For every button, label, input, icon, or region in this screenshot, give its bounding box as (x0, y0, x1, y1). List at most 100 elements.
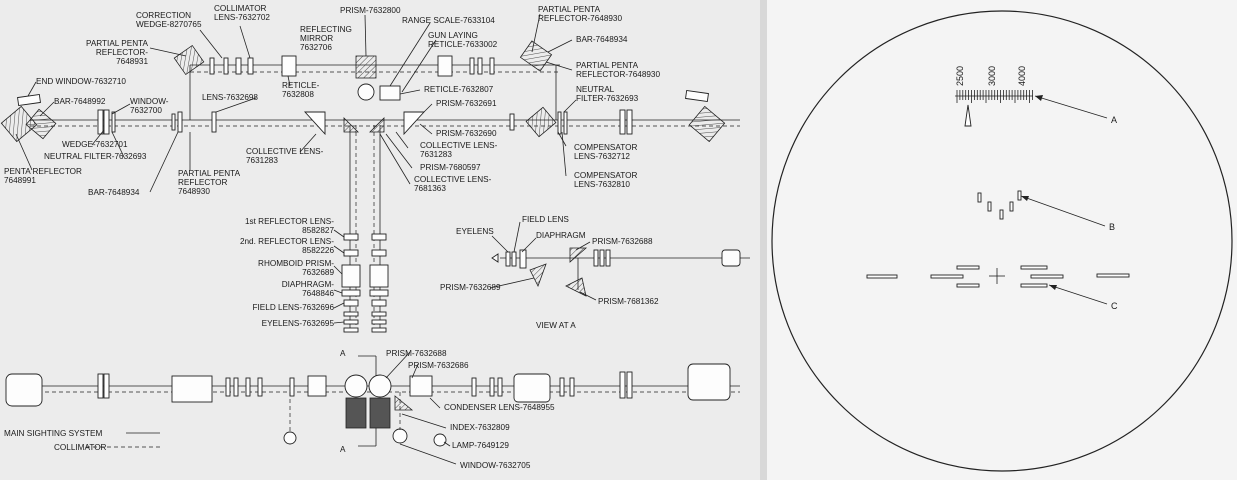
label-reticle-7632807: RETICLE-7632807 (424, 85, 494, 94)
label-line: REFLECTOR- (96, 48, 148, 57)
label-line: VIEW AT A (536, 321, 576, 330)
label-line: 2nd. REFLECTOR LENS- (240, 237, 334, 246)
label-line: 7648991 (4, 176, 36, 185)
label-line: 7648931 (116, 57, 148, 66)
label-line: END WINDOW-7632710 (36, 77, 126, 86)
label-line: DIAPHRAGM (536, 231, 586, 240)
label-line: COLLECTIVE LENS- (246, 147, 324, 156)
right-end-assembly (519, 40, 726, 143)
label-line: RANGE SCALE-7633104 (402, 16, 495, 25)
label-line: REFLECTOR-7648930 (538, 14, 622, 23)
label-prism-7632686: PRISM-7632686 (408, 361, 469, 370)
label-prism-7632800: PRISM-7632800 (340, 6, 401, 15)
label-rhomboid-prism: RHOMBOID PRISM-7632689 (258, 259, 334, 277)
optical-schematic: CORRECTIONWEDGE-8270765COLLIMATORLENS-76… (0, 4, 750, 470)
callout-a: A (1111, 115, 1117, 125)
label-line: PARTIAL PENTA (538, 5, 601, 14)
label-line: BAR-7648934 (88, 188, 140, 197)
label-diaphragm-7648846: DIAPHRAGM-7648846 (282, 280, 335, 298)
label-line: REFLECTING (300, 25, 352, 34)
gun-laying-marks-b (977, 190, 1022, 220)
label-line: RETICLE-7633002 (428, 40, 498, 49)
label-line: COMPENSATOR (574, 143, 637, 152)
label-prism-7632688-bottom: PRISM-7632688 (386, 349, 447, 358)
label-prism-7632691: PRISM-7632691 (436, 99, 497, 108)
label-line: WINDOW- (130, 97, 169, 106)
label-line: LENS-7632810 (574, 180, 630, 189)
label-lamp: LAMP-7649129 (452, 441, 509, 450)
label-index: INDEX-7632809 (450, 423, 510, 432)
label-line: 7631283 (420, 150, 452, 159)
scale-tick-label: 3000 (987, 66, 997, 86)
label-line: 7648930 (178, 187, 210, 196)
label-line: GUN LAYING (428, 31, 478, 40)
label-line: PRISM-7680597 (420, 163, 481, 172)
label-lens-7632698: LENS-7632698 (202, 93, 258, 102)
label-line: 7632706 (300, 43, 332, 52)
label-field-lens: FIELD LENS (522, 215, 569, 224)
label-line: LAMP-7649129 (452, 441, 509, 450)
label-line: FIELD LENS (522, 215, 569, 224)
label-line: WEDGE-8270765 (136, 20, 202, 29)
label-line: RETICLE-7632807 (424, 85, 494, 94)
label-prism-7632688-view: PRISM-7632688 (592, 237, 653, 246)
label-line: PRISM-7632688 (386, 349, 447, 358)
label-collective-lens-right-b: COLLECTIVE LENS-7681363 (414, 175, 492, 193)
label-line: 7632808 (282, 90, 314, 99)
label-line: MAIN SIGHTING SYSTEM (4, 429, 102, 438)
label-line: EYELENS-7632695 (262, 319, 335, 328)
callout-c: C (1111, 301, 1118, 311)
label-line: COLLECTIVE LENS- (420, 141, 498, 150)
label-line: INDEX-7632809 (450, 423, 510, 432)
label-prism-7681362: PRISM-7681362 (598, 297, 659, 306)
label-line: PRISM-7632686 (408, 361, 469, 370)
label-collective-lens-right-a: COLLECTIVE LENS-7631283 (420, 141, 498, 159)
label-line: A (340, 445, 346, 454)
label-line: FILTER-7632693 (576, 94, 639, 103)
view-at-a-diagram (491, 247, 750, 297)
reticle-field-circle (771, 10, 1233, 472)
label-line: CONDENSER LENS-7648955 (444, 403, 555, 412)
label-window-7632705: WINDOW-7632705 (460, 461, 531, 470)
eyepiece-columns (341, 233, 389, 333)
callout-b: B (1109, 222, 1115, 232)
label-line: PRISM-7681362 (598, 297, 659, 306)
label-wedge-left: WEDGE-7632701 (62, 140, 128, 149)
label-line: COLLIMATOR (54, 443, 107, 452)
label-line: LENS-7632712 (574, 152, 630, 161)
label-line: 1st REFLECTOR LENS- (245, 217, 334, 226)
label-line: 7681363 (414, 184, 446, 193)
label-line: PRISM-7632689 (440, 283, 501, 292)
label-line: 8582827 (302, 226, 334, 235)
scale-tick-label: 2500 (955, 66, 965, 86)
label-window-left: WINDOW-7632700 (130, 97, 169, 115)
label-line: COLLECTIVE LENS- (414, 175, 492, 184)
label-reticle-7632808: RETICLE-7632808 (282, 81, 320, 99)
label-line: MIRROR (300, 34, 333, 43)
label-line: 7632689 (302, 268, 334, 277)
label-legend-collimator: COLLIMATOR (54, 443, 107, 452)
label-line: WINDOW-7632705 (460, 461, 531, 470)
panel-divider (760, 0, 767, 480)
label-section-a-bottom: A (340, 445, 346, 454)
label-bar-left: BAR-7648992 (54, 97, 106, 106)
label-view-at-a: VIEW AT A (536, 321, 576, 330)
label-section-a-top: A (340, 349, 346, 358)
label-line: PARTIAL PENTA (86, 39, 149, 48)
label-line: 7632700 (130, 106, 162, 115)
label-line: REFLECTOR-7648930 (576, 70, 660, 79)
label-line: PRISM-7632690 (436, 129, 497, 138)
